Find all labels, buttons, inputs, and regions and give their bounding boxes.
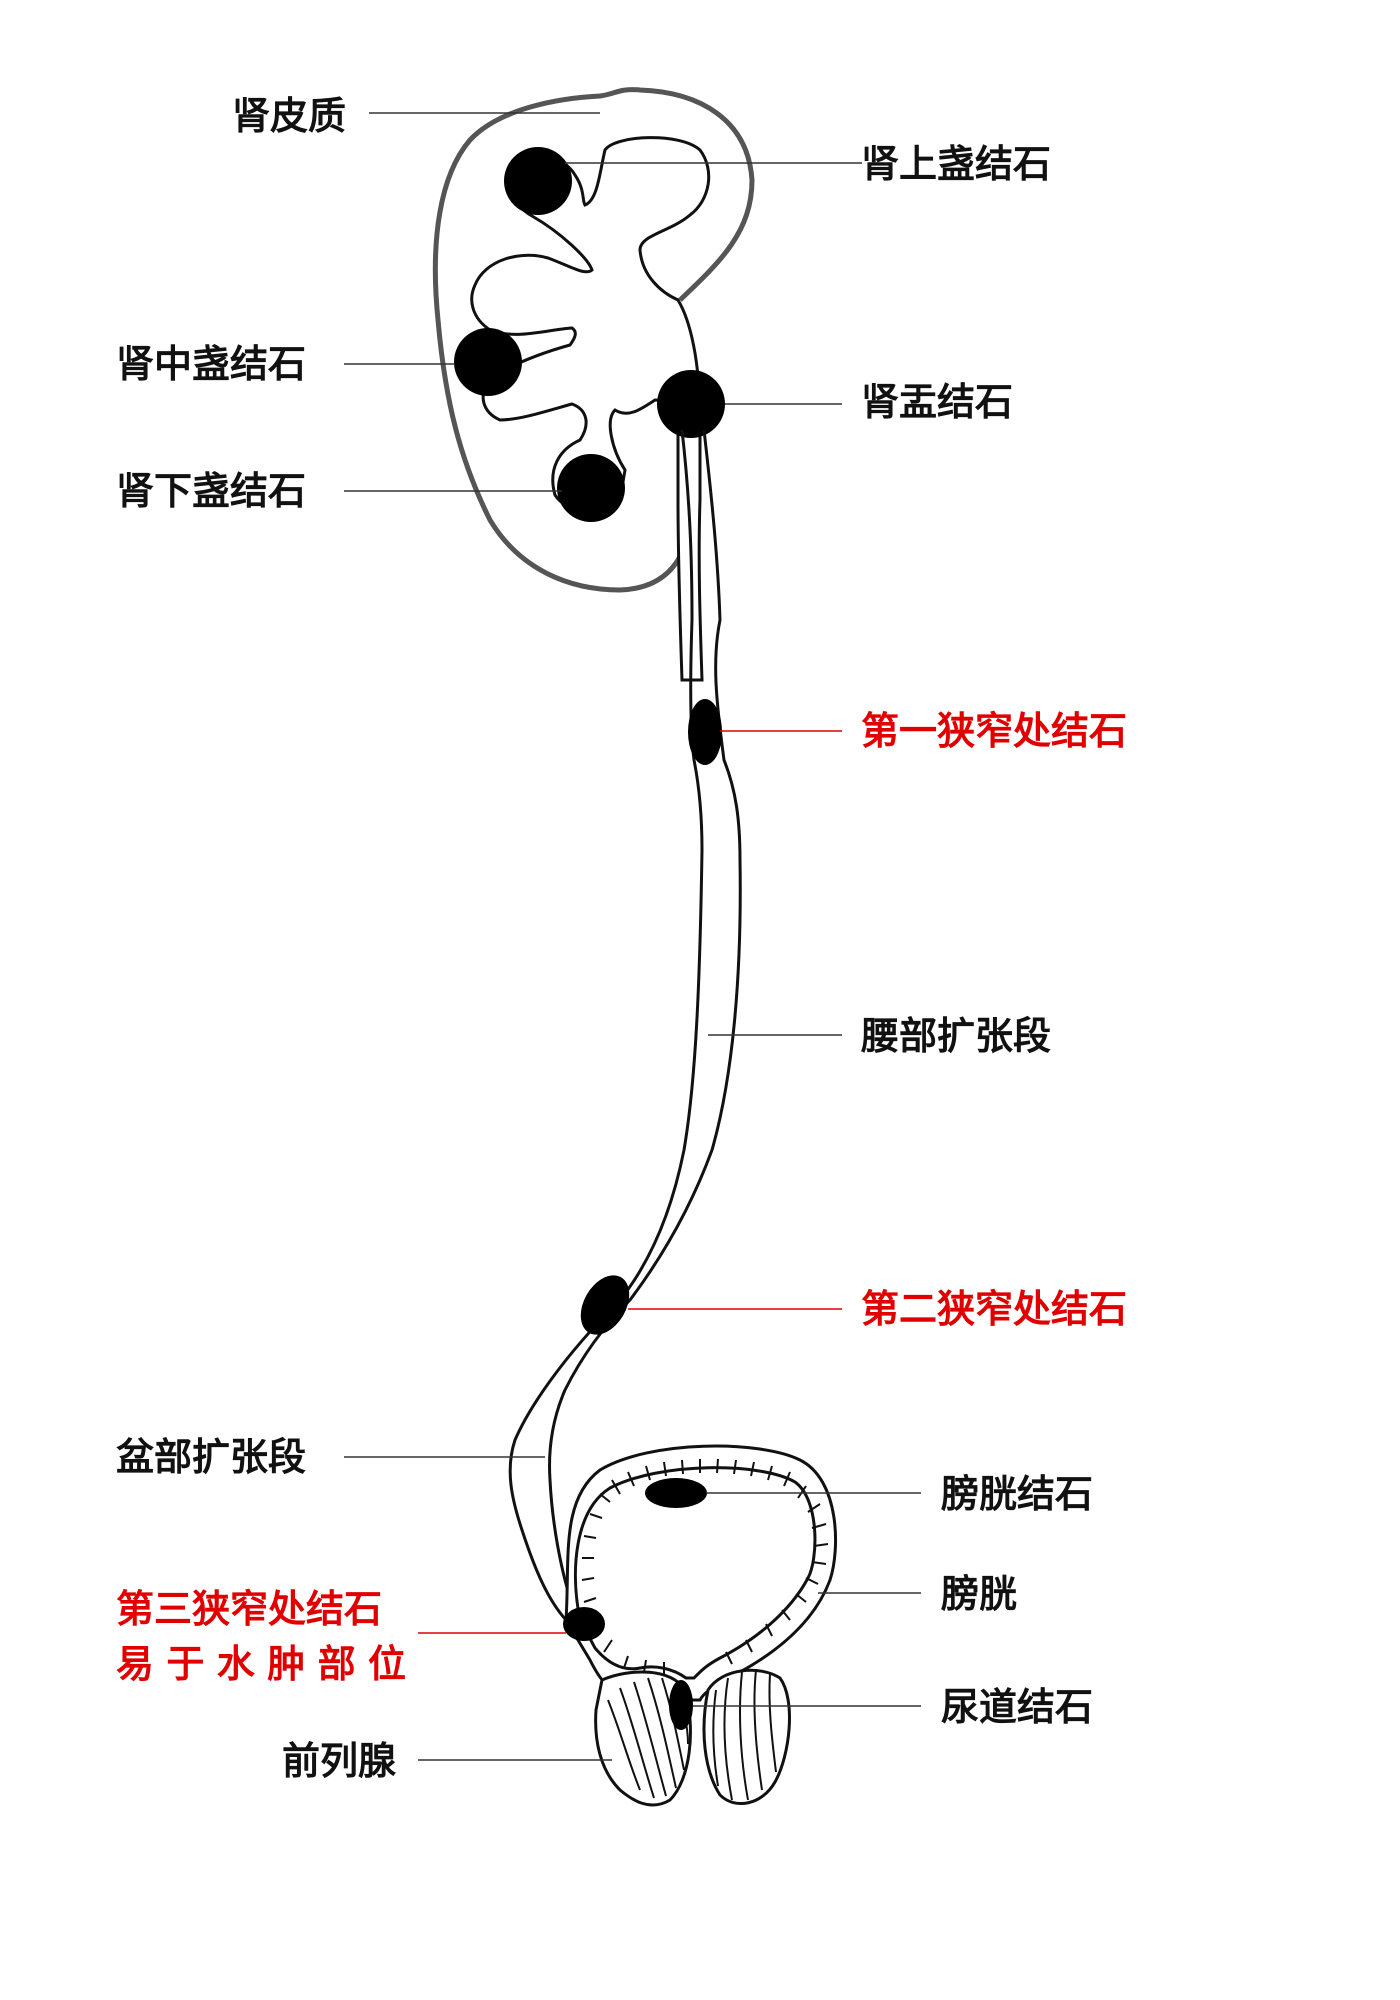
bladder bbox=[563, 1444, 838, 1702]
label-cortex: 肾皮质 bbox=[232, 94, 346, 138]
label-urethral-stone: 尿道结石 bbox=[941, 1685, 1093, 1729]
third-narrowing-stone bbox=[563, 1607, 605, 1641]
label-lumbar-dilation: 腰部扩张段 bbox=[861, 1014, 1051, 1058]
first-narrowing-stone bbox=[688, 699, 722, 765]
bladder-wall-hatching bbox=[581, 1458, 829, 1674]
prostate bbox=[594, 1668, 791, 1807]
label-second-narrowing-stone: 第二狭窄处结石 bbox=[861, 1287, 1127, 1331]
lower-calyx-stone bbox=[557, 454, 625, 522]
kidney bbox=[432, 87, 755, 682]
label-first-narrowing-stone: 第一狭窄处结石 bbox=[861, 709, 1127, 753]
prostate-left-lobe bbox=[594, 1670, 692, 1807]
leader-lines bbox=[344, 112, 921, 1761]
label-third-narrowing-stone: 第三狭窄处结石 bbox=[116, 1587, 382, 1631]
label-pelvis-stone: 肾盂结石 bbox=[861, 380, 1013, 424]
label-lower-calyx-stone: 肾下盏结石 bbox=[116, 469, 306, 513]
prostate-hatching bbox=[607, 1669, 777, 1801]
bladder-stone bbox=[645, 1478, 707, 1508]
upper-calyx-stone bbox=[504, 147, 572, 215]
second-narrowing-stone bbox=[580, 1275, 630, 1335]
ureter-left-wall bbox=[508, 429, 704, 1622]
ureter-right-wall bbox=[548, 429, 742, 1611]
label-prostate: 前列腺 bbox=[282, 1739, 397, 1783]
label-upper-calyx-stone: 肾上盏结石 bbox=[861, 142, 1051, 186]
label-bladder-stone: 膀胱结石 bbox=[941, 1472, 1093, 1516]
label-middle-calyx-stone: 肾中盏结石 bbox=[116, 342, 306, 386]
label-edema-note: 易于水肿部位 bbox=[116, 1642, 406, 1686]
label-pelvic-dilation: 盆部扩张段 bbox=[116, 1435, 306, 1479]
label-bladder: 膀胱 bbox=[941, 1572, 1017, 1616]
middle-calyx-stone bbox=[454, 328, 522, 396]
ureter bbox=[508, 429, 742, 1622]
urethral-stone bbox=[669, 1680, 693, 1730]
pelvis-stone bbox=[657, 370, 725, 438]
